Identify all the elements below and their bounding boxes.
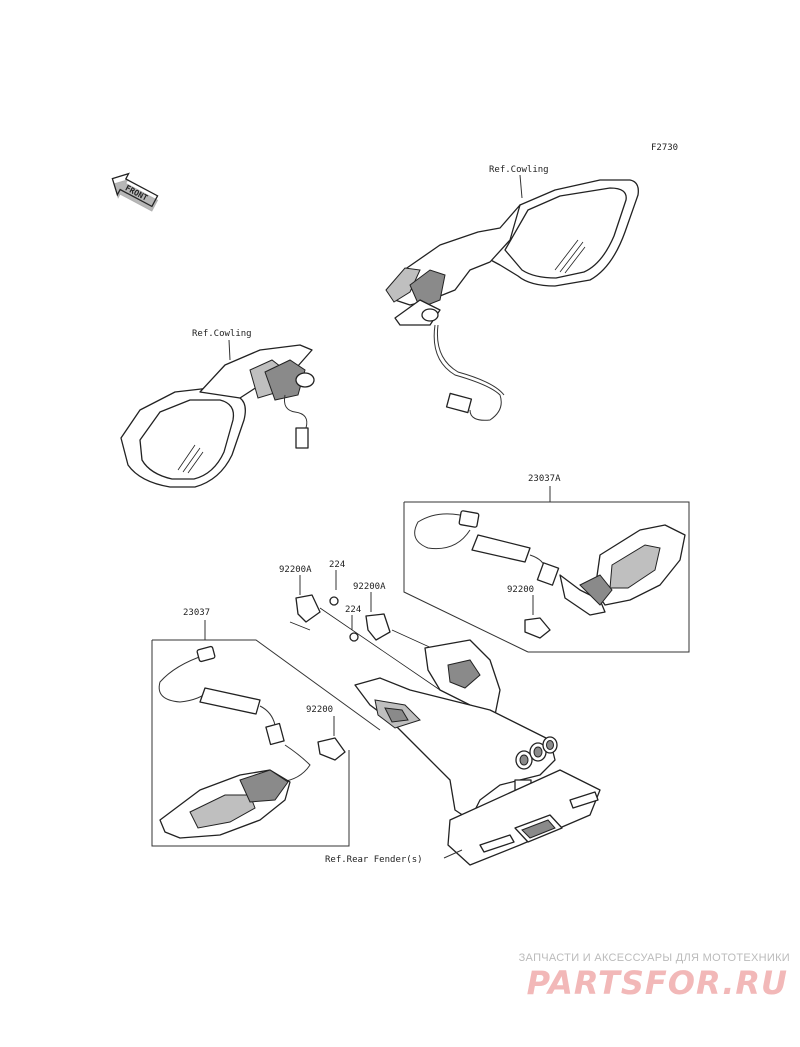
right-mirror [385,179,639,421]
ref-rear-fender-label: Ref.Rear Fender(s) [325,855,423,865]
ref-cowling-left-label: Ref.Cowling [192,329,252,339]
box-23037 [151,639,381,847]
screw-left [329,596,339,606]
bracket-a-left [295,594,321,623]
box-23037a [403,501,690,653]
front-arrow-icon: FRONT [111,172,159,212]
watermark-logo: PARTSFOR.RU [526,964,788,1002]
callout-92200a-right: 92200A [353,582,386,592]
callout-23037: 23037 [183,608,210,618]
callout-23037a: 23037A [528,474,561,484]
callout-224-right: 224 [345,605,361,615]
bracket-a-right [365,613,391,641]
turn-signal-rear-left [158,645,311,839]
left-mirror [120,344,315,488]
turn-signal-rear-right [414,510,686,616]
callout-224-left: 224 [329,560,345,570]
screw-right [349,632,359,642]
diagram-code: F2730 [651,143,678,153]
watermark-caption: ЗАПЧАСТИ И АКСЕССУАРЫ ДЛЯ МОТОТЕХНИКИ [518,952,790,964]
callout-92200-left: 92200 [306,705,333,715]
callout-92200a-left: 92200A [279,565,312,575]
callout-92200-right: 92200 [507,585,534,595]
rear-fender-assembly [354,639,601,866]
gasket-left [317,737,346,761]
gasket-right [524,617,551,639]
ref-cowling-right-label: Ref.Cowling [489,165,549,175]
